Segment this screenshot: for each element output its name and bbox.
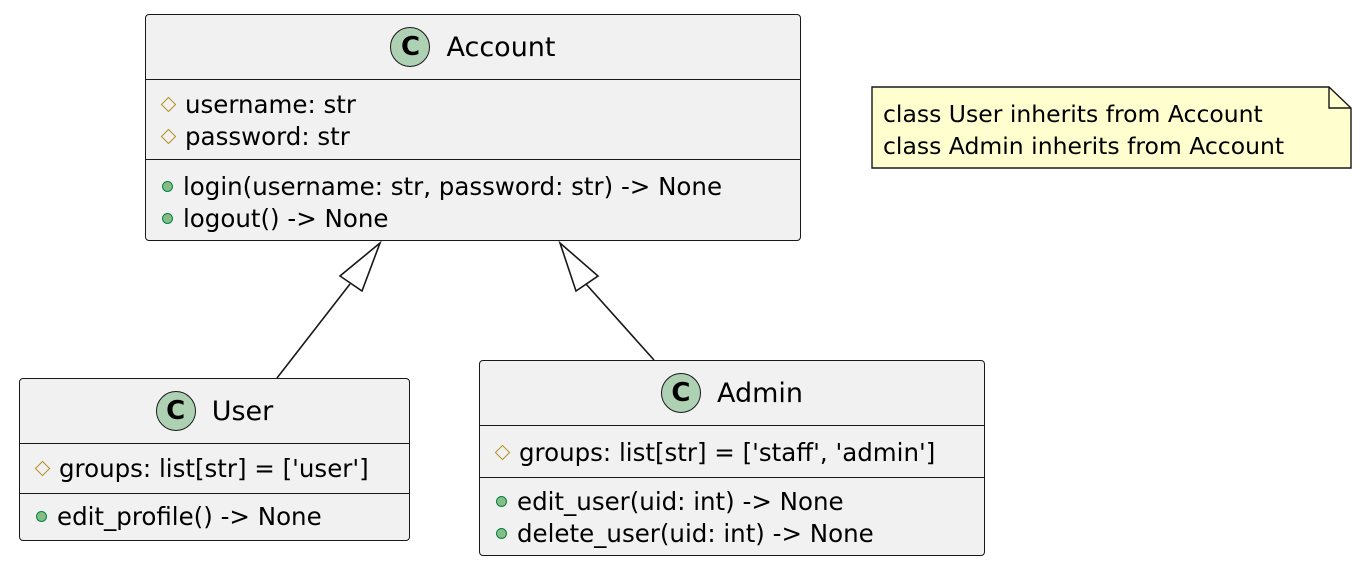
user-class-header: C User: [20, 379, 409, 443]
account-methods: login(username: str, password: str) -> N…: [146, 159, 800, 240]
admin-inheritance-arrowhead: [558, 240, 600, 293]
protected-visibility-icon: [494, 444, 511, 460]
note-line: class Admin inherits from Account: [883, 132, 1285, 160]
account-attribute-password: password: str: [160, 120, 800, 152]
admin-attributes: groups: list[str] = ['staff', 'admin']: [480, 425, 984, 477]
class-stereotype-icon: C: [660, 373, 701, 413]
account-method-logout: logout() -> None: [160, 202, 800, 234]
user-class-name: User: [211, 395, 274, 427]
method-text: delete_user(uid: int) -> None: [517, 518, 874, 548]
admin-method-edit-user: edit_user(uid: int) -> None: [494, 485, 984, 517]
user-attributes: groups: list[str] = ['user']: [20, 443, 409, 493]
admin-methods: edit_user(uid: int) -> None delete_user(…: [480, 477, 984, 555]
attribute-text: username: str: [185, 89, 356, 119]
public-visibility-icon: [36, 510, 47, 522]
attribute-text: groups: list[str] = ['user']: [59, 453, 369, 483]
public-visibility-icon: [496, 527, 507, 539]
user-inheritance-arrowhead: [338, 240, 382, 293]
user-methods: edit_profile() -> None: [20, 493, 409, 538]
admin-attribute-groups: groups: list[str] = ['staff', 'admin']: [494, 436, 984, 468]
account-class-name: Account: [446, 31, 556, 63]
protected-visibility-icon: [160, 128, 177, 144]
protected-visibility-icon: [160, 96, 177, 112]
class-stereotype-icon: C: [155, 391, 196, 431]
user-attribute-groups: groups: list[str] = ['user']: [34, 452, 409, 484]
note-shape: [871, 86, 1352, 169]
attribute-text: groups: list[str] = ['staff', 'admin']: [519, 437, 936, 467]
method-text: logout() -> None: [183, 203, 389, 233]
user-inheritance-line: [276, 283, 351, 379]
account-method-login: login(username: str, password: str) -> N…: [160, 170, 800, 202]
admin-method-delete-user: delete_user(uid: int) -> None: [494, 517, 984, 549]
inheritance-note[interactable]: class User inherits from Account class A…: [871, 86, 1352, 169]
account-attributes: username: str password: str: [146, 79, 800, 159]
class-stereotype-icon: C: [390, 27, 431, 67]
admin-class-name: Admin: [716, 377, 804, 409]
note-line: class User inherits from Account: [883, 100, 1263, 128]
attribute-text: password: str: [185, 121, 350, 151]
account-class-header: C Account: [146, 15, 800, 79]
public-visibility-icon: [496, 495, 507, 507]
method-text: edit_profile() -> None: [57, 501, 322, 531]
admin-class[interactable]: C Admin groups: list[str] = ['staff', 'a…: [479, 360, 985, 556]
method-text: login(username: str, password: str) -> N…: [183, 171, 723, 201]
protected-visibility-icon: [34, 460, 51, 476]
account-attribute-username: username: str: [160, 88, 800, 120]
user-class[interactable]: C User groups: list[str] = ['user'] edit…: [19, 378, 410, 541]
public-visibility-icon: [162, 212, 173, 224]
public-visibility-icon: [162, 180, 173, 192]
method-text: edit_user(uid: int) -> None: [517, 486, 844, 516]
note-text: class User inherits from Account class A…: [883, 98, 1284, 162]
account-class[interactable]: C Account username: str password: str lo…: [145, 14, 801, 241]
user-method-edit-profile: edit_profile() -> None: [34, 500, 409, 532]
admin-inheritance-line: [585, 283, 655, 361]
admin-class-header: C Admin: [480, 361, 984, 425]
